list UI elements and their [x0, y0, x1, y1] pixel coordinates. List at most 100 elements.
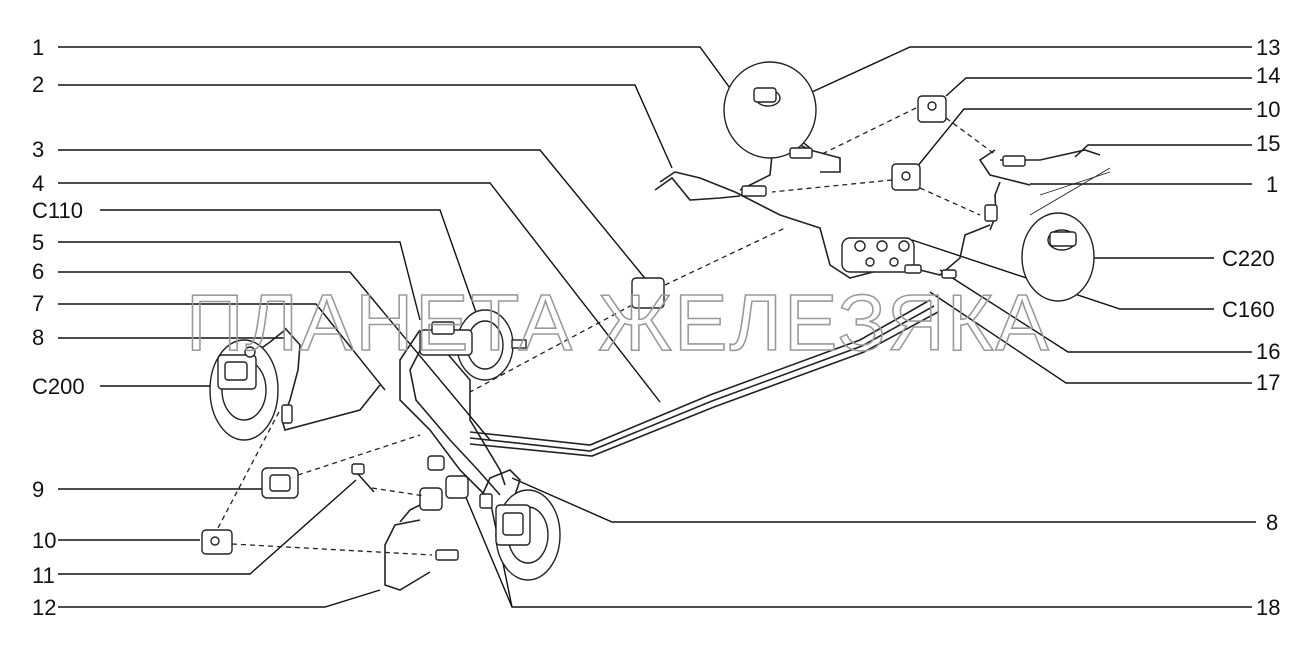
pipe-main-c	[469, 311, 939, 457]
master-cylinder-reservoir	[431, 321, 455, 335]
label-17: 17	[1256, 370, 1280, 395]
regulator-port-5	[889, 257, 899, 267]
leader-15	[1074, 144, 1252, 158]
label-9: 9	[32, 477, 44, 502]
regulator-port-1	[854, 240, 866, 252]
label-4: 4	[32, 171, 44, 196]
bolt-shank	[357, 473, 375, 493]
dash-10-a	[771, 179, 893, 193]
assembly-dashes	[217, 107, 997, 556]
clip-9-detail	[269, 474, 291, 492]
leader-1	[58, 46, 771, 144]
pipe-c220-link	[1029, 167, 1111, 216]
pipe-1-right	[978, 149, 1031, 186]
leader-12	[58, 589, 381, 608]
pipe-main-a	[469, 299, 931, 446]
clip-10-top-hole	[901, 171, 911, 181]
right-labels: 13 14 10 15 1 C220 C160 16 17 8 18	[1222, 35, 1280, 620]
leader-7	[58, 303, 386, 391]
bolt-head	[351, 463, 365, 475]
drum-brake-rear-left	[723, 61, 817, 159]
leader-13	[787, 46, 1252, 104]
regulator-port-3	[898, 240, 910, 252]
leader-4	[58, 182, 661, 403]
fitting-fr	[479, 493, 493, 509]
caliper-fl-detail	[224, 361, 248, 381]
label-18: 18	[1256, 595, 1280, 620]
label-5: 5	[32, 230, 44, 255]
clip-3	[631, 277, 665, 309]
leader-14	[945, 77, 1252, 97]
drum-brake-rear-right	[1021, 212, 1095, 302]
label-2: 2	[32, 72, 44, 97]
tee-18-a	[419, 487, 443, 511]
dash-3-b	[469, 304, 633, 393]
fittings	[281, 147, 1026, 561]
drum-rl-outer	[723, 61, 817, 159]
watermark: ПЛАНЕТА ЖЕЛЕЗЯКА	[186, 278, 1051, 367]
pipe-mc-1	[399, 329, 491, 501]
dash-9-a	[297, 434, 421, 476]
leader-6	[58, 271, 491, 441]
label-1-r: 1	[1266, 172, 1278, 197]
bolt-11	[351, 463, 375, 493]
dash-10-b	[919, 187, 981, 216]
fitting-rr-2	[984, 204, 998, 222]
label-7: 7	[32, 291, 44, 316]
pipe-c220-link-b	[1039, 171, 1111, 196]
leader-11	[58, 479, 357, 575]
fitting-12	[435, 549, 459, 561]
leader-16	[939, 269, 1252, 353]
pipe-clips	[201, 95, 947, 555]
label-c200: C200	[32, 374, 85, 399]
regulator-port-4	[865, 257, 875, 267]
label-c110: C110	[32, 198, 83, 223]
leader-8-r	[511, 477, 1256, 523]
label-16: 16	[1256, 339, 1280, 364]
leader-5	[58, 241, 421, 321]
pipe-2	[654, 176, 741, 201]
tee-18-c	[427, 455, 445, 471]
leader-c160	[911, 239, 1214, 310]
brake-disc-front-left	[209, 339, 279, 441]
fitting-rr-1	[1002, 155, 1026, 167]
label-11: 11	[32, 563, 55, 588]
label-c220: C220	[1222, 246, 1275, 271]
brake-pipes	[251, 99, 1111, 591]
fitting-rl-1	[789, 147, 813, 159]
dash-11	[371, 487, 426, 497]
leader-lines	[58, 46, 1256, 608]
dash-14-a	[819, 107, 917, 156]
pipe-mc-3	[439, 344, 506, 486]
hose-front-right	[479, 469, 521, 501]
label-8-r: 8	[1266, 510, 1278, 535]
pipe-mc-2	[409, 334, 501, 496]
fitting-fl	[281, 404, 293, 424]
label-14: 14	[1256, 63, 1280, 88]
leader-10-r	[907, 108, 1252, 179]
leader-17	[929, 291, 1252, 384]
leader-3	[58, 149, 649, 283]
left-labels: 1 2 3 4 C110 5 6 7 8 C200 9 10 11 12	[32, 35, 85, 620]
booster-pushrod	[511, 339, 527, 349]
label-c160: C160	[1222, 297, 1275, 322]
brake-booster	[419, 309, 527, 381]
label-13: 13	[1256, 35, 1280, 60]
dash-14-b	[945, 117, 997, 156]
fitting-17	[941, 269, 957, 279]
leader-2	[58, 84, 673, 169]
label-3: 3	[32, 137, 44, 162]
label-15: 15	[1256, 131, 1280, 156]
caliper-fr-detail	[502, 512, 524, 536]
clip-14-hole	[927, 101, 937, 111]
leader-18	[461, 487, 1252, 608]
pipe-rear-axle	[659, 171, 991, 279]
bleed-fl	[244, 346, 256, 358]
fitting-rl-2	[741, 185, 767, 197]
dash-10-c	[217, 409, 281, 529]
dash-10-d	[231, 543, 433, 556]
pressure-regulator	[841, 237, 957, 279]
tee-18-b	[445, 475, 469, 499]
drum-rr-wheel-cyl	[1049, 231, 1077, 247]
brake-disc-front-right	[495, 489, 561, 581]
